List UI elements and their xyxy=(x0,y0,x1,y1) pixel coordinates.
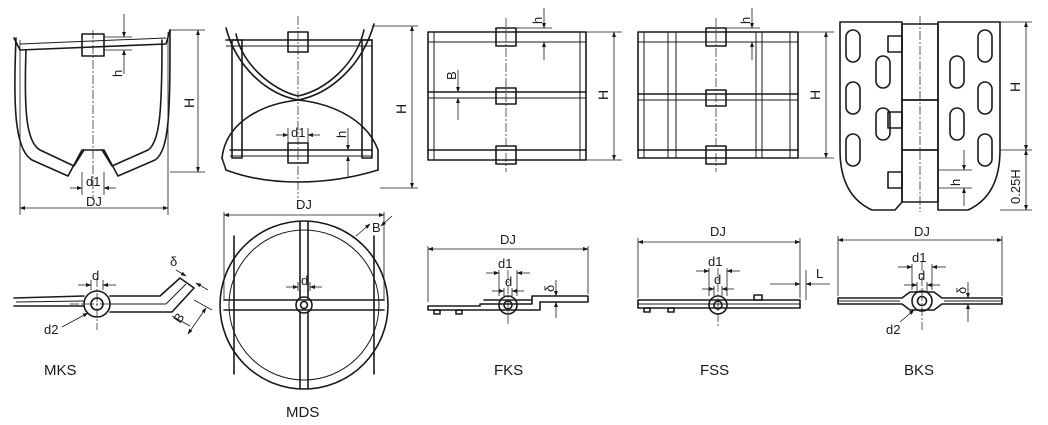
bks-left-slots xyxy=(845,29,891,167)
fks-top-view: h B H xyxy=(427,8,622,172)
bks-quarter-H-label: 0.25H xyxy=(1008,169,1023,204)
mds-h-label: h xyxy=(334,131,349,138)
fks-delta-label: δ xyxy=(542,285,557,292)
fss-side-view: DJ d1 d L FSS xyxy=(637,224,830,379)
bks-right-slots xyxy=(949,29,993,167)
fss-caption: FSS xyxy=(700,362,729,379)
mks-DJ-label: DJ xyxy=(86,194,102,209)
fss-d1-label: d1 xyxy=(708,254,722,269)
bks-top-view: H 0.25H h xyxy=(839,16,1032,212)
fss-H-label: H xyxy=(807,90,823,100)
mks-side-view: d d2 δ B MKS xyxy=(13,254,213,379)
mks-h-label: h xyxy=(110,70,125,77)
mds-B-label: B xyxy=(372,220,381,235)
fks-caption: FKS xyxy=(494,362,523,379)
bks-h-label: h xyxy=(948,179,963,186)
mks-delta-label: δ xyxy=(170,254,177,269)
mds-d-label: d xyxy=(301,273,308,288)
bks-side-view: DJ d1 d δ d2 BKS xyxy=(837,224,1003,379)
mds-d1-label: d1 xyxy=(291,125,305,140)
fss-d-label: d xyxy=(714,272,721,287)
bks-d1-label: d1 xyxy=(912,250,926,265)
fss-DJ-label: DJ xyxy=(710,224,726,239)
mks-top-view: h H d1 DJ xyxy=(13,14,205,215)
fks-DJ-label: DJ xyxy=(500,232,516,247)
bks-caption: BKS xyxy=(904,362,934,379)
mds-DJ-label: DJ xyxy=(296,197,312,212)
mds-top-view: H d1 h xyxy=(221,16,418,198)
mks-d-label: d xyxy=(92,268,99,283)
mds-H-label: H xyxy=(393,104,409,114)
fks-B-label: B xyxy=(444,71,459,80)
fss-top-view: h H xyxy=(637,8,834,172)
mds-caption: MDS xyxy=(286,404,319,421)
fks-d1-label: d1 xyxy=(498,256,512,271)
fss-h-label: h xyxy=(738,17,753,24)
fks-h-label: h xyxy=(530,17,545,24)
bks-DJ-label: DJ xyxy=(914,224,930,239)
bks-delta-label: δ xyxy=(954,287,969,294)
fks-side-view: DJ d1 d δ FKS xyxy=(427,232,589,379)
fks-d-label: d xyxy=(505,274,512,289)
mks-d2-label: d2 xyxy=(44,322,58,337)
bks-d2-label: d2 xyxy=(886,322,900,337)
mds-side-view: DJ B d MDS xyxy=(219,197,393,421)
mks-H-label: H xyxy=(181,98,197,108)
mks-caption: MKS xyxy=(44,362,77,379)
bks-H-label: H xyxy=(1007,82,1023,92)
bks-d-label: d xyxy=(918,268,925,283)
fks-H-label: H xyxy=(595,90,611,100)
fss-L-label: L xyxy=(816,266,823,281)
mks-d1-label: d1 xyxy=(86,174,100,189)
